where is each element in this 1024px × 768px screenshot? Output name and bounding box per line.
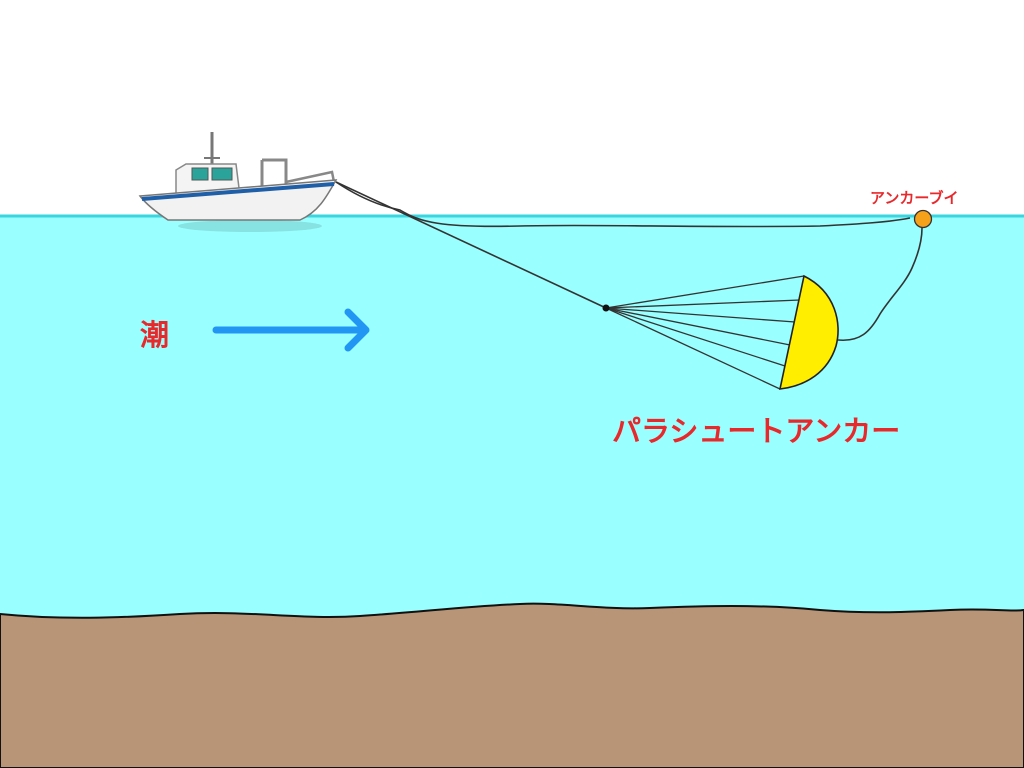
anchor-buoy-label: アンカーブイ [870,189,959,207]
buoy-trip-line [837,227,923,341]
sky [0,0,1024,216]
buoy-rope-surface [335,181,911,228]
parachute-main-rope [335,181,607,309]
seabed [0,602,1024,768]
rope-junction [602,304,610,312]
parachute-shroud-lines [605,275,805,390]
current-label: 潮 [140,318,169,352]
boat-reflection [178,220,322,232]
parachute-anchor-label: パラシュートアンカー [612,414,900,448]
sea-water [0,216,1024,636]
fishing-boat-icon [138,132,338,221]
parachute-anchor-icon [778,274,839,390]
buoy-icon [913,209,933,229]
arrow-right-icon [212,308,370,352]
